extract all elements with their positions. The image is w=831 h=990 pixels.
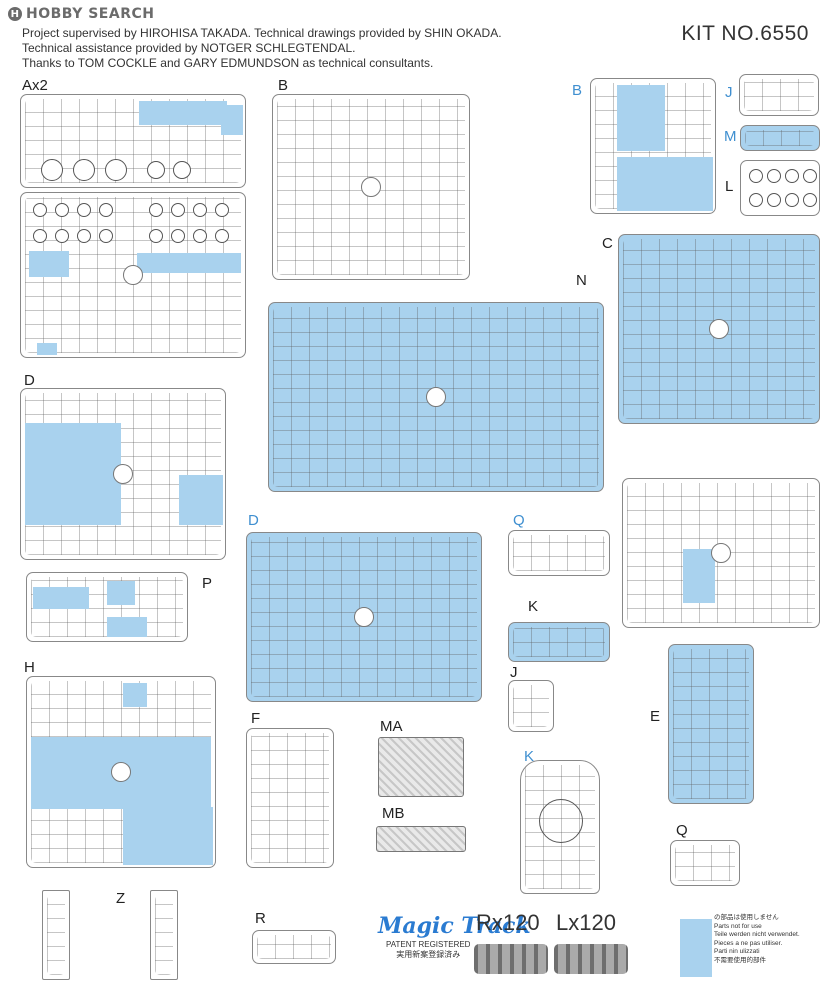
track-right-label: Rx120 xyxy=(476,910,540,935)
sprue-label-ax2: Ax2 xyxy=(22,77,48,94)
credits-block: Project supervised by HIROHISA TAKADA. T… xyxy=(22,26,502,71)
credit-line: Thanks to TOM COCKLE and GARY EDMUNDSON … xyxy=(22,56,434,70)
sprue-a-upper xyxy=(20,94,246,188)
legend-line: Teile werden nicht verwendet. xyxy=(714,931,800,939)
sprue-z-right-plate xyxy=(150,890,178,980)
credit-line: Technical assistance provided by NOTGER … xyxy=(22,41,356,55)
sprue-p xyxy=(26,572,188,642)
sprue-label-l: L xyxy=(725,178,734,195)
magic-track-logo: Magic Track xyxy=(378,913,531,939)
sprue-f xyxy=(246,728,334,868)
kit-number: KIT NO.6550 xyxy=(681,22,809,45)
sprue-d-blue xyxy=(246,532,482,702)
legend-line: Parti nin ulizzati xyxy=(714,948,760,956)
sprue-label-z: Z xyxy=(116,890,126,907)
sprue-label-j-mid: J xyxy=(510,664,518,681)
sprue-label-b: B xyxy=(278,77,289,94)
legend-line: の部品は使用しません xyxy=(714,914,779,921)
unused-parts-swatch xyxy=(680,919,712,977)
legend-text: の部品は使用しません Parts not for use Teile werde… xyxy=(680,914,800,966)
sprue-label-ma: MA xyxy=(380,718,403,735)
patent-line: PATENT REGISTERED xyxy=(386,940,471,949)
track-left-label: Lx120 xyxy=(556,910,616,935)
logo-mark-icon: H xyxy=(8,7,22,21)
sprue-label-j-top: J xyxy=(725,84,733,101)
sprue-a-lower xyxy=(20,192,246,358)
sprue-j-mid xyxy=(508,680,554,732)
sprue-r xyxy=(252,930,336,964)
sprue-label-p: P xyxy=(202,575,213,592)
sprue-label-q-top: Q xyxy=(513,512,525,529)
patent-line: 実用新案登録済み xyxy=(396,950,461,959)
sprue-label-d-left: D xyxy=(24,372,35,389)
sprue-m xyxy=(740,125,820,151)
track-link-left xyxy=(554,944,628,974)
legend-line: 不需要使用的部件 xyxy=(714,956,766,964)
sprue-e xyxy=(668,644,754,804)
sprue-label-m: M xyxy=(724,128,737,145)
sprue-c xyxy=(618,234,820,424)
sprue-label-q-bottom: Q xyxy=(676,822,688,839)
patent-note: PATENT REGISTERED 実用新案登録済み xyxy=(386,940,470,960)
sprue-k xyxy=(508,622,610,662)
sprue-l xyxy=(740,160,820,216)
photo-etch-ma xyxy=(378,737,464,797)
legend-line: Parts not for use xyxy=(714,922,762,930)
sprue-label-b-blue: B xyxy=(572,82,583,99)
sprue-label-h: H xyxy=(24,659,35,676)
sprue-z-left-plate xyxy=(42,890,70,980)
legend-line: Pieces a ne pas utiliser. xyxy=(714,939,783,947)
sprue-label-k-blue: K xyxy=(524,748,535,765)
logo-text: HOBBY SEARCH xyxy=(26,6,155,22)
sprue-label-n: N xyxy=(576,272,587,289)
site-logo[interactable]: H HOBBY SEARCH xyxy=(8,6,154,22)
sprue-label-d-blue: D xyxy=(248,512,259,529)
sprue-label-k: K xyxy=(528,598,539,615)
sprue-b-blue xyxy=(590,78,716,214)
sprue-label-f: F xyxy=(251,710,261,727)
sprue-label-r: R xyxy=(255,910,266,927)
sprue-label-c: C xyxy=(602,235,613,252)
sprue-q-bottom xyxy=(670,840,740,886)
track-link-right xyxy=(474,944,548,974)
sprue-j-top xyxy=(739,74,819,116)
sprue-b xyxy=(272,94,470,280)
sprue-right-large xyxy=(622,478,820,628)
credit-line: Project supervised by HIROHISA TAKADA. T… xyxy=(22,26,502,40)
sprue-label-mb: MB xyxy=(382,805,405,822)
sprue-q-top xyxy=(508,530,610,576)
photo-etch-mb xyxy=(376,826,466,852)
sprue-label-e: E xyxy=(650,708,661,725)
sprue-h xyxy=(26,676,216,868)
sprue-n xyxy=(268,302,604,492)
sprue-d-left xyxy=(20,388,226,560)
sprue-k-turret xyxy=(520,760,600,894)
